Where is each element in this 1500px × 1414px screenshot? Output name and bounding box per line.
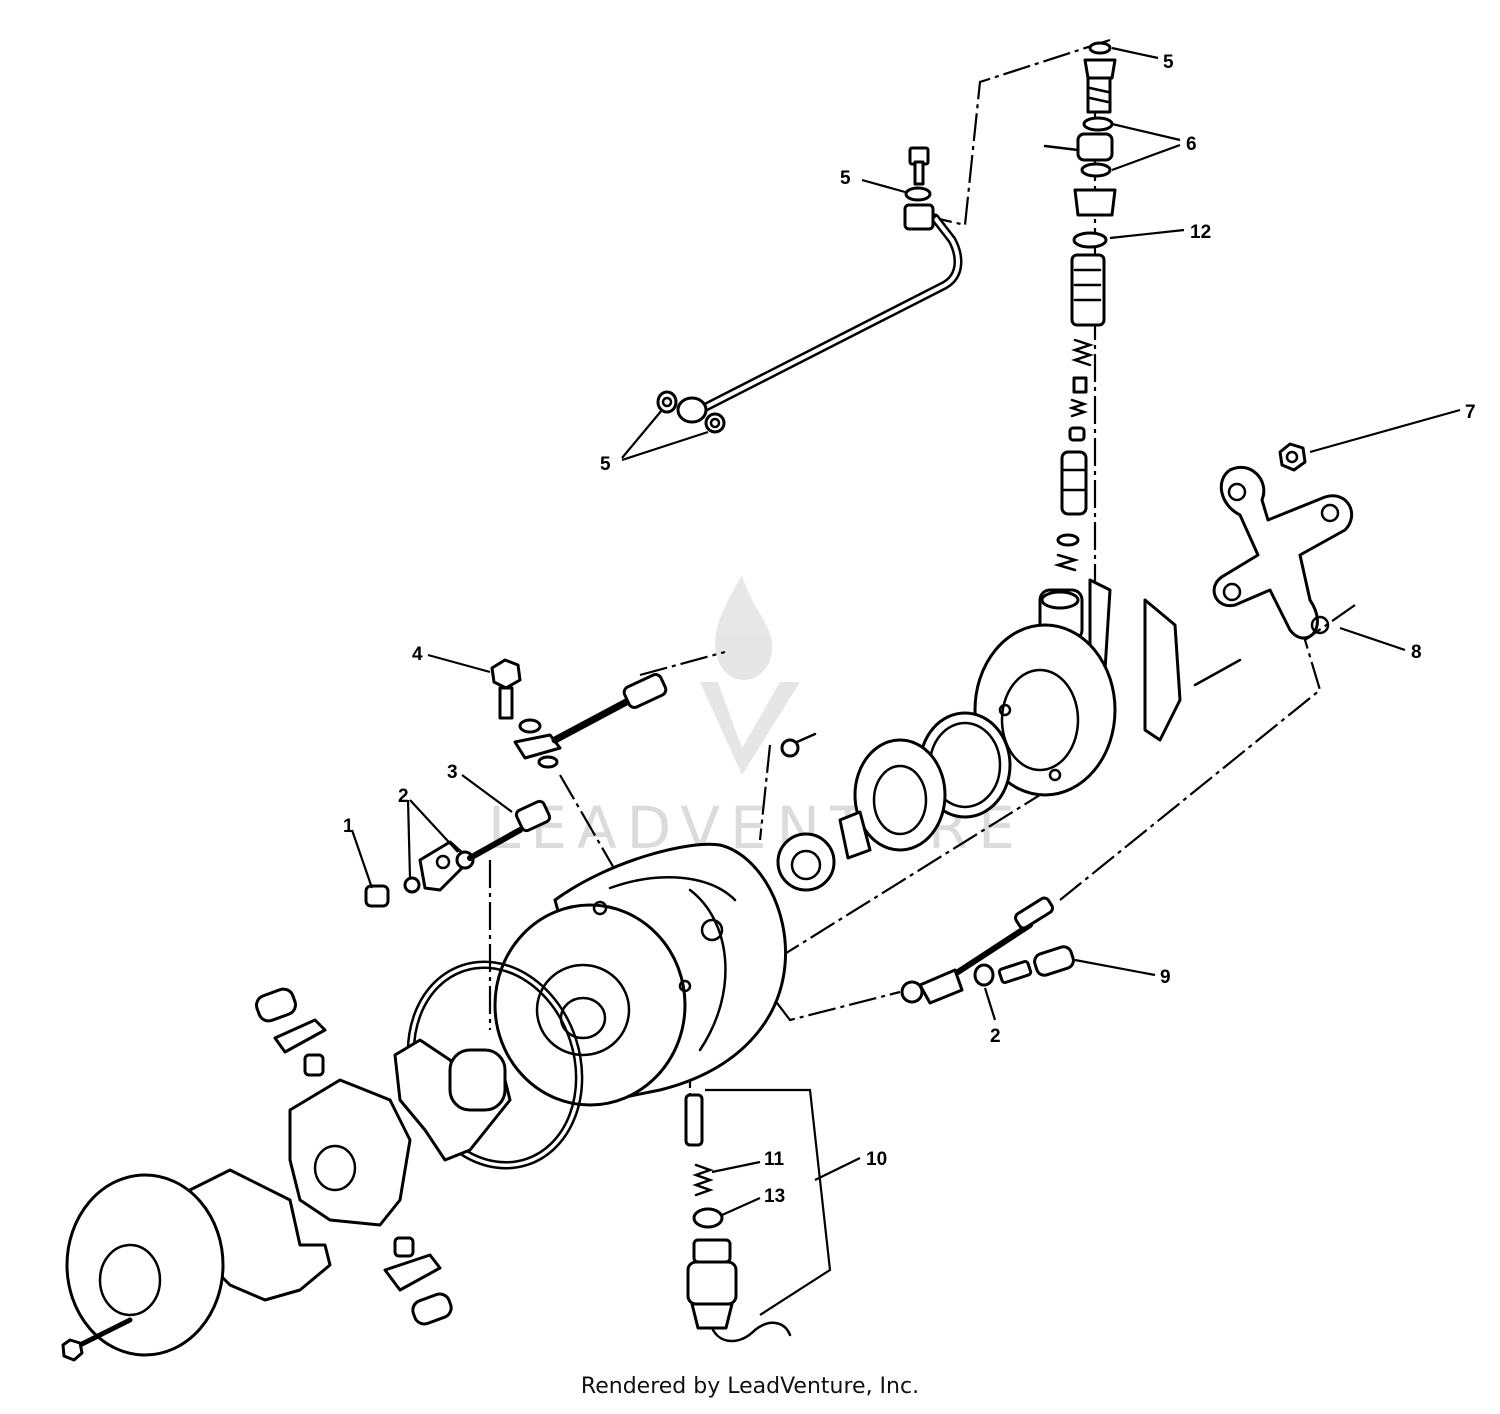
pump-head xyxy=(776,578,1242,892)
callout-7: 7 xyxy=(1465,402,1476,423)
left-fasteners xyxy=(364,658,668,908)
render-credit: Rendered by LeadVenture, Inc. xyxy=(580,1374,920,1399)
callout-5-pipe: 5 xyxy=(840,168,851,189)
leader-lines xyxy=(350,46,1461,1316)
callout-labels: 5 6 12 5 5 7 8 4 3 2 1 9 2 11 10 13 xyxy=(343,52,1476,1207)
callout-5-lower: 5 xyxy=(600,454,611,475)
callout-6: 6 xyxy=(1186,134,1197,155)
callout-1: 1 xyxy=(343,816,354,837)
callout-10: 12 xyxy=(1190,222,1211,243)
callout-9: 9 xyxy=(1160,967,1171,988)
callout-11: 10 xyxy=(866,1149,887,1170)
callout-2-left: 2 xyxy=(398,786,409,807)
callout-4: 4 xyxy=(412,644,423,665)
callout-5-top: 5 xyxy=(1163,52,1174,73)
callout-2-right: 2 xyxy=(990,1026,1001,1047)
right-fittings xyxy=(900,896,1075,1005)
callout-8: 8 xyxy=(1411,642,1422,663)
delivery-valve-stack xyxy=(1043,41,1117,572)
main-housing xyxy=(493,842,788,1107)
vanes xyxy=(255,987,453,1326)
callout-3: 3 xyxy=(447,762,458,783)
callout-12: 11 xyxy=(764,1149,785,1170)
flange-plate xyxy=(1212,442,1354,640)
rotor-assembly xyxy=(61,960,584,1362)
pressure-switch-assembly xyxy=(684,1093,792,1343)
fuel-line-pipe xyxy=(656,146,963,434)
callout-13: 13 xyxy=(764,1186,785,1207)
